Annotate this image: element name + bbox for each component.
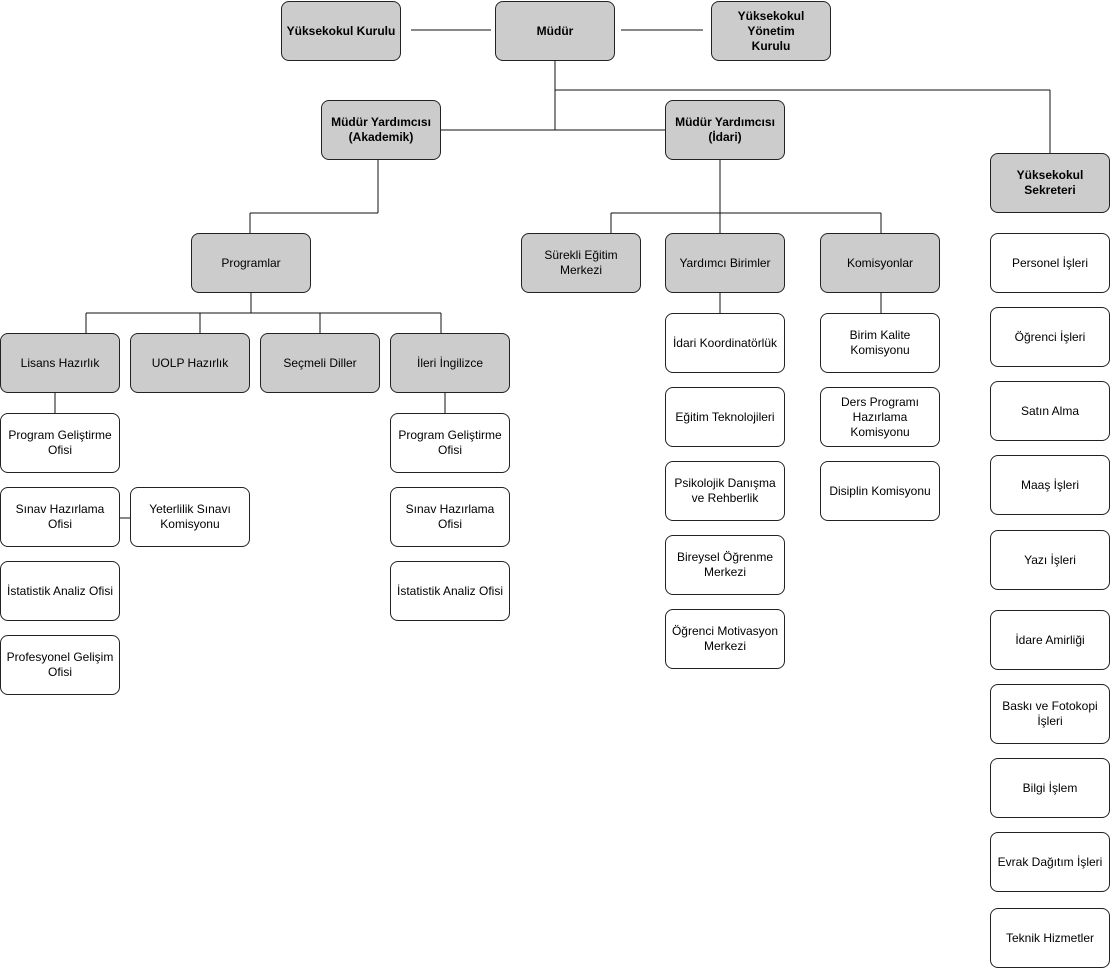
node-maas-isleri: Maaş İşleri	[990, 455, 1110, 515]
node-idare-amirligi: İdare Amirliği	[990, 610, 1110, 670]
node-programlar: Programlar	[191, 233, 311, 293]
node-birim-kalite-komisyonu: Birim Kalite Komisyonu	[820, 313, 940, 373]
node-ogrenci-isleri: Öğrenci İşleri	[990, 307, 1110, 367]
node-yardimci-birimler: Yardımcı Birimler	[665, 233, 785, 293]
node-ders-programi-komisyonu: Ders Programı Hazırlama Komisyonu	[820, 387, 940, 447]
node-disiplin-komisyonu: Disiplin Komisyonu	[820, 461, 940, 521]
node-yuksekokul-kurulu: Yüksekokul Kurulu	[281, 1, 401, 61]
node-mudur-yardimcisi-idari: Müdür Yardımcısı (İdari)	[665, 100, 785, 160]
node-lh-sinav-hazirlama-ofisi: Sınav Hazırlama Ofisi	[0, 487, 120, 547]
node-surekli-egitim-merkezi: Sürekli Eğitim Merkezi	[521, 233, 641, 293]
node-teknik-hizmetler: Teknik Hizmetler	[990, 908, 1110, 968]
node-yuksekokul-yonetim-kurulu: Yüksekokul Yönetim Kurulu	[711, 1, 831, 61]
node-mudur-yardimcisi-akademik: Müdür Yardımcısı (Akademik)	[321, 100, 441, 160]
node-bireysel-ogrenme-merkezi: Bireysel Öğrenme Merkezi	[665, 535, 785, 595]
node-uolp-hazirlik: UOLP Hazırlık	[130, 333, 250, 393]
node-secmeli-diller: Seçmeli Diller	[260, 333, 380, 393]
node-lisans-hazirlik: Lisans Hazırlık	[0, 333, 120, 393]
node-yuksekokul-sekreteri: Yüksekokul Sekreteri	[990, 153, 1110, 213]
node-personel-isleri: Personel İşleri	[990, 233, 1110, 293]
node-ileri-ingilizce: İleri İngilizce	[390, 333, 510, 393]
node-egitim-teknolojileri: Eğitim Teknolojileri	[665, 387, 785, 447]
node-ii-sinav-hazirlama-ofisi: Sınav Hazırlama Ofisi	[390, 487, 510, 547]
node-satin-alma: Satın Alma	[990, 381, 1110, 441]
node-lh-program-gelistirme-ofisi: Program Geliştirme Ofisi	[0, 413, 120, 473]
node-yeterlilik-sinavi-komisyonu: Yeterlilik Sınavı Komisyonu	[130, 487, 250, 547]
node-profesyonel-gelisim-ofisi: Profesyonel Gelişim Ofisi	[0, 635, 120, 695]
node-ii-istatistik-analiz-ofisi: İstatistik Analiz Ofisi	[390, 561, 510, 621]
node-ii-program-gelistirme-ofisi: Program Geliştirme Ofisi	[390, 413, 510, 473]
node-idari-koordinatorluk: İdari Koordinatörlük	[665, 313, 785, 373]
node-bilgi-islem: Bilgi İşlem	[990, 758, 1110, 818]
node-baski-ve-fotokopi-isleri: Baskı ve Fotokopi İşleri	[990, 684, 1110, 744]
node-psikolojik-danisma: Psikolojik Danışma ve Rehberlik	[665, 461, 785, 521]
node-lh-istatistik-analiz-ofisi: İstatistik Analiz Ofisi	[0, 561, 120, 621]
node-yazi-isleri: Yazı İşleri	[990, 530, 1110, 590]
node-mudur: Müdür	[495, 1, 615, 61]
node-evrak-dagitim-isleri: Evrak Dağıtım İşleri	[990, 832, 1110, 892]
node-komisyonlar: Komisyonlar	[820, 233, 940, 293]
node-ogrenci-motivasyon-merkezi: Öğrenci Motivasyon Merkezi	[665, 609, 785, 669]
